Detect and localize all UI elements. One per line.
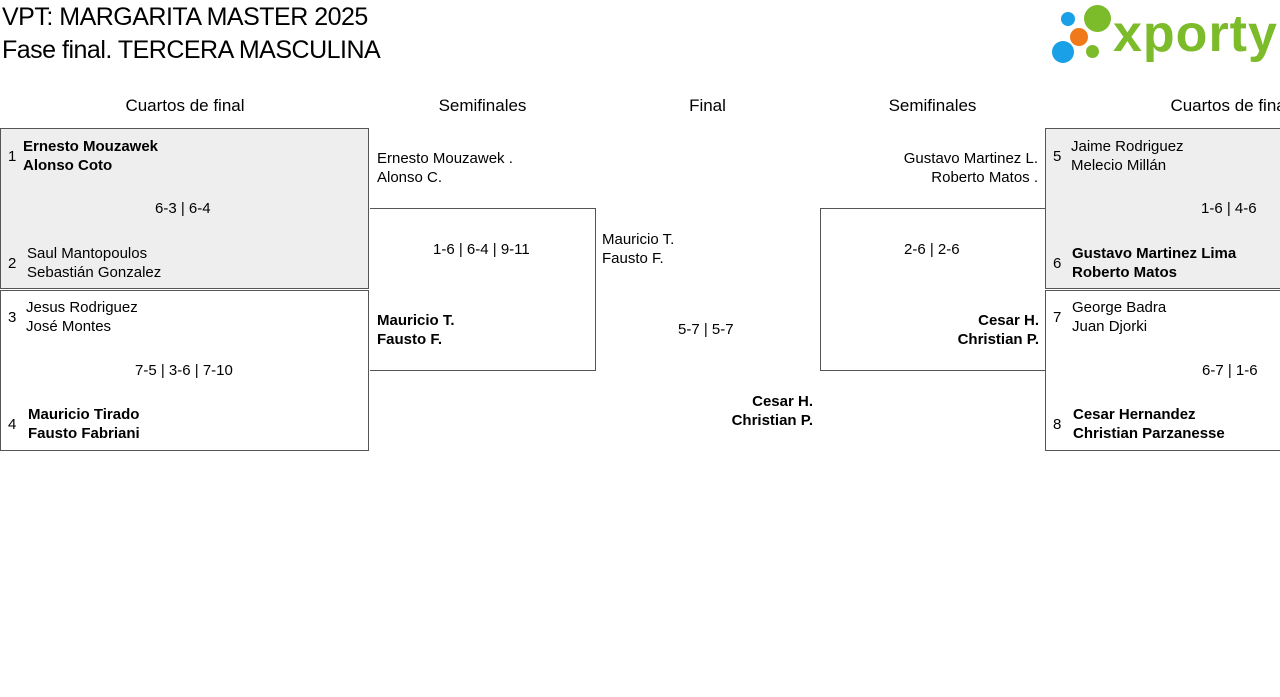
team-top[interactable]: George Badra Juan Djorki: [1072, 298, 1166, 336]
seed-number: 8: [1053, 416, 1062, 433]
team-top[interactable]: Ernesto Mouzawek Alonso Coto: [23, 137, 158, 175]
page-subtitle: Fase final. TERCERA MASCULINA: [2, 36, 381, 64]
match-score: 1-6 | 4-6: [1201, 200, 1257, 217]
seed-number: 3: [8, 309, 17, 326]
player-name: Mauricio T.: [602, 231, 675, 248]
player-name: Sebastián Gonzalez: [27, 264, 162, 281]
seed-number: 7: [1053, 309, 1062, 326]
player-name: Fausto F.: [377, 331, 443, 348]
semifinal-right-team-top[interactable]: Gustavo Martinez L. Roberto Matos .: [904, 149, 1038, 187]
quarterfinal-match-3[interactable]: 5 Jaime Rodriguez Melecio Millán 1-6 | 4…: [1045, 128, 1280, 289]
player-name: Jaime Rodriguez: [1071, 138, 1184, 155]
match-score: 6-7 | 1-6: [1202, 362, 1258, 379]
final-team-bottom[interactable]: Cesar H. Christian P.: [732, 392, 813, 430]
player-name: Cesar Hernandez: [1073, 406, 1196, 423]
player-name: Christian Parzanesse: [1073, 425, 1225, 442]
player-name: Ernesto Mouzawek: [23, 138, 159, 155]
quarterfinal-match-2[interactable]: 3 Jesus Rodriguez José Montes 7-5 | 3-6 …: [0, 290, 369, 451]
player-name: Jesus Rodriguez: [26, 299, 138, 316]
player-name: Roberto Matos .: [931, 169, 1038, 186]
player-name: Christian P.: [957, 331, 1039, 348]
player-name: Alonso C.: [377, 169, 443, 186]
final-team-top[interactable]: Mauricio T. Fausto F.: [602, 230, 674, 268]
team-bottom[interactable]: Mauricio Tirado Fausto Fabriani: [28, 405, 140, 443]
player-name: Christian P.: [731, 412, 813, 429]
player-name: Melecio Millán: [1071, 157, 1167, 174]
player-name: Ernesto Mouzawek .: [377, 150, 513, 167]
logo-dot-orange-icon: [1070, 28, 1088, 46]
player-name: Cesar H.: [978, 312, 1039, 329]
match-score: 1-6 | 6-4 | 9-11: [433, 241, 530, 258]
semifinal-left-team-bottom[interactable]: Mauricio T. Fausto F.: [377, 311, 455, 349]
player-name: Saul Mantopoulos: [27, 245, 148, 262]
player-name: Gustavo Martinez L.: [903, 150, 1038, 167]
round-header-left-quarterfinals: Cuartos de final: [125, 96, 245, 115]
player-name: Cesar H.: [752, 393, 813, 410]
player-name: Mauricio Tirado: [28, 406, 140, 423]
semifinal-left-bracket: 1-6 | 6-4 | 9-11 Mauricio T. Fausto F.: [370, 208, 596, 371]
team-bottom[interactable]: Saul Mantopoulos Sebastián Gonzalez: [27, 244, 161, 282]
team-top[interactable]: Jesus Rodriguez José Montes: [26, 298, 138, 336]
player-name: José Montes: [26, 318, 112, 335]
player-name: George Badra: [1072, 299, 1167, 316]
logo-dot-green-small-icon: [1086, 45, 1099, 58]
logo-dot-green-icon: [1084, 5, 1111, 32]
player-name: Fausto F.: [602, 250, 664, 267]
player-name: Mauricio T.: [377, 312, 455, 329]
semifinal-right-team-bottom[interactable]: Cesar H. Christian P.: [958, 311, 1039, 349]
match-score: 6-3 | 6-4: [155, 200, 211, 217]
logo-dot-blue-icon: [1061, 12, 1075, 26]
seed-number: 1: [8, 148, 17, 165]
team-bottom[interactable]: Cesar Hernandez Christian Parzanesse: [1073, 405, 1225, 443]
match-score: 7-5 | 3-6 | 7-10: [135, 362, 233, 379]
quarterfinal-match-4[interactable]: 7 George Badra Juan Djorki 6-7 | 1-6 8 C…: [1045, 290, 1280, 451]
seed-number: 4: [8, 416, 17, 433]
player-name: Juan Djorki: [1072, 318, 1148, 335]
xporty-logo[interactable]: xporty: [1050, 4, 1278, 68]
seed-number: 5: [1053, 148, 1062, 165]
round-header-right-semifinals: Semifinales: [888, 96, 977, 115]
seed-number: 2: [8, 255, 17, 272]
page-title: VPT: MARGARITA MASTER 2025: [2, 3, 368, 31]
round-header-final: Final: [689, 96, 726, 115]
seed-number: 6: [1053, 255, 1062, 272]
round-header-left-semifinals: Semifinales: [438, 96, 527, 115]
player-name: Roberto Matos: [1072, 264, 1177, 281]
match-score: 2-6 | 2-6: [904, 241, 960, 258]
logo-wordmark: xporty: [1113, 5, 1278, 63]
logo-dot-blue-large-icon: [1052, 41, 1074, 63]
round-header-right-quarterfinals: Cuartos de final: [1170, 96, 1280, 115]
quarterfinal-match-1[interactable]: 1 Ernesto Mouzawek Alonso Coto 6-3 | 6-4…: [0, 128, 369, 289]
final-score: 5-7 | 5-7: [678, 321, 734, 338]
semifinal-left-team-top[interactable]: Ernesto Mouzawek . Alonso C.: [377, 149, 513, 187]
player-name: Alonso Coto: [23, 157, 113, 174]
player-name: Gustavo Martinez Lima: [1072, 245, 1237, 262]
team-bottom[interactable]: Gustavo Martinez Lima Roberto Matos: [1072, 244, 1236, 282]
team-top[interactable]: Jaime Rodriguez Melecio Millán: [1071, 137, 1184, 175]
semifinal-right-bracket: 2-6 | 2-6 Cesar H. Christian P.: [820, 208, 1046, 371]
player-name: Fausto Fabriani: [28, 425, 140, 442]
